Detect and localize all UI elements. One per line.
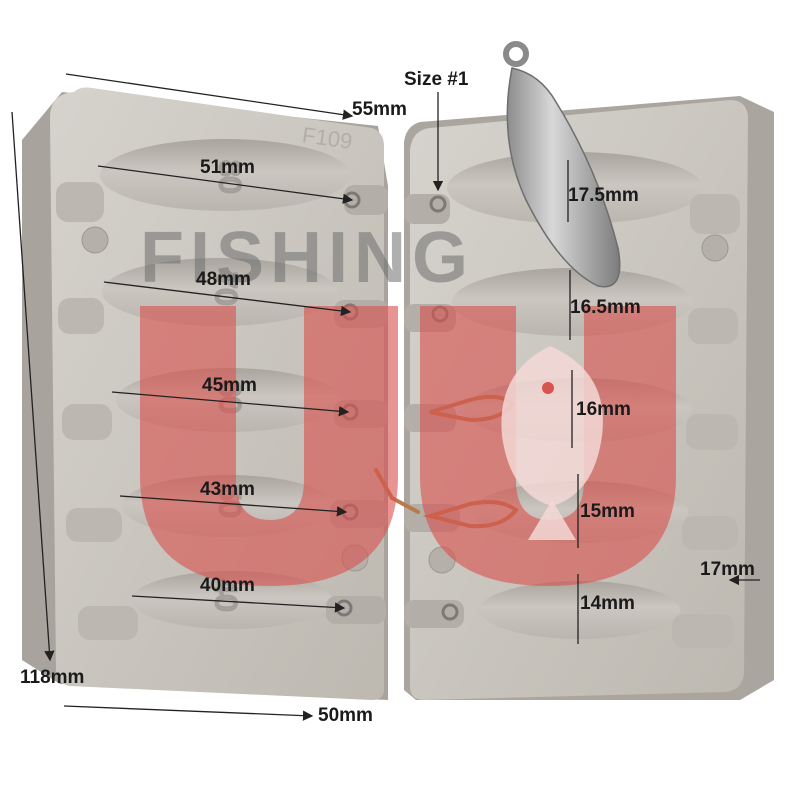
label-length-4: 43mm	[200, 479, 255, 500]
svg-text:80: 80	[213, 160, 246, 193]
label-length-1: 51mm	[200, 157, 255, 178]
label-diameter-5: 14mm	[580, 593, 635, 614]
svg-text:70: 70	[209, 272, 242, 305]
label-length-3: 45mm	[202, 375, 257, 396]
label-length-2: 48mm	[196, 269, 251, 290]
fish-logo-icon	[501, 346, 603, 540]
label-diameter-2: 16.5mm	[570, 297, 641, 318]
dimension-lines	[11, 73, 760, 721]
cavity-left-1	[100, 139, 350, 211]
watermark-text: FISHING	[140, 218, 474, 298]
sinker-sample	[503, 41, 621, 288]
alignment-pin	[81, 226, 109, 254]
label-diameter-4: 15mm	[580, 501, 635, 522]
label-thickness: 17mm	[700, 559, 755, 580]
label-bottom-width: 50mm	[318, 705, 373, 726]
watermark: FISHING	[140, 218, 676, 586]
label-size: Size #1	[404, 69, 469, 90]
label-height: 118mm	[20, 667, 85, 688]
label-diameter-1: 17.5mm	[568, 185, 639, 206]
label-top-width: 55mm	[352, 99, 407, 120]
label-length-5: 40mm	[200, 575, 255, 596]
alignment-pin	[701, 234, 729, 262]
label-diameter-3: 16mm	[576, 399, 631, 420]
cavity-right-5	[480, 581, 680, 639]
